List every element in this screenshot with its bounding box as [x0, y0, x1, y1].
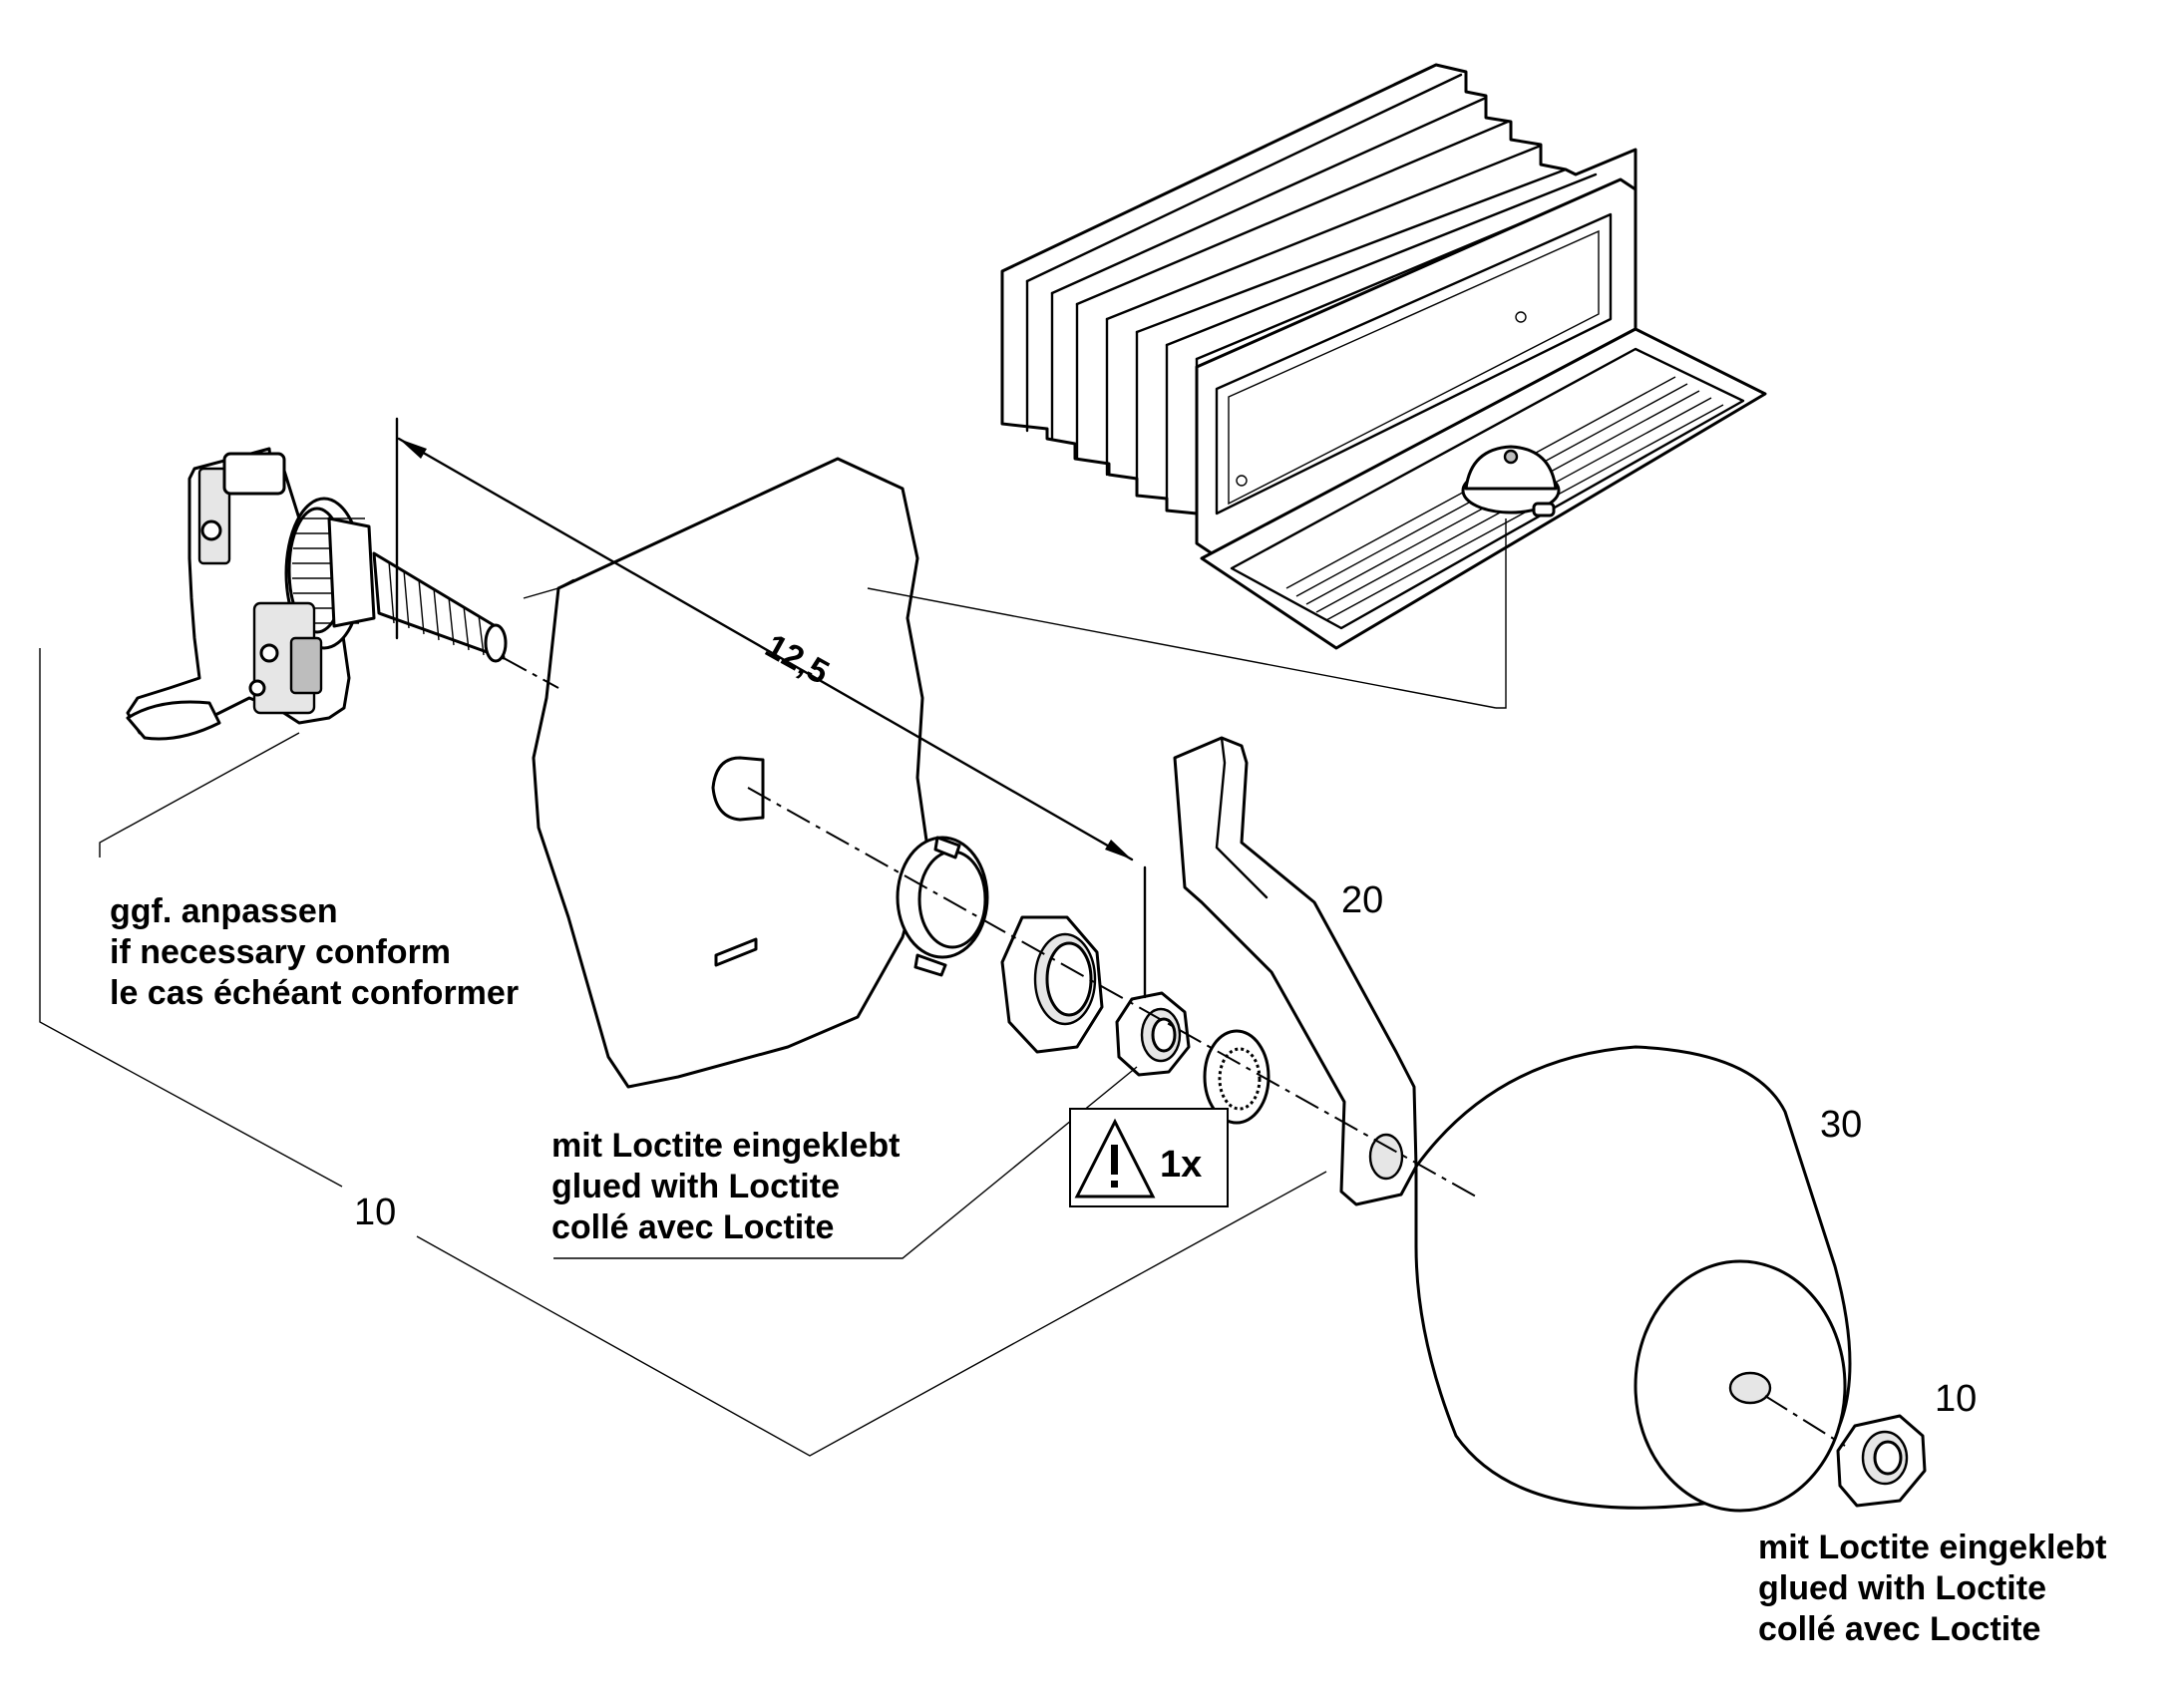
small-nut	[1115, 991, 1191, 1077]
note-loctite-2-fr: collé avec Loctite	[1758, 1610, 2040, 1648]
note-loctite-1-en: glued with Loctite	[551, 1168, 840, 1205]
warning-symbol	[1069, 1108, 1229, 1207]
latch-mechanism-illustration	[126, 447, 508, 741]
position-10-nut: 10	[1935, 1378, 1977, 1420]
note-loctite-2-de: mit Loctite eingeklebt	[1758, 1529, 2107, 1566]
note-loctite-2: mit Loctite eingeklebt glued with Loctit…	[1758, 1529, 2107, 1648]
large-lock-nut	[1000, 915, 1104, 1054]
position-30: 30	[1820, 1104, 1862, 1146]
warning-quantity: 1x	[1160, 1144, 1202, 1186]
note-loctite-2-en: glued with Loctite	[1758, 1569, 2046, 1607]
rubber-cone	[1414, 1045, 1852, 1513]
note-adjust-de: ggf. anpassen	[110, 892, 338, 930]
dimension-12-5	[395, 417, 1147, 999]
note-loctite-1: mit Loctite eingeklebt glued with Loctit…	[551, 1127, 901, 1246]
cone-hex-nut	[1836, 1414, 1927, 1508]
note-adjust: ggf. anpassen if necessary conform le ca…	[110, 892, 519, 1012]
position-10-assembly: 10	[354, 1192, 396, 1233]
note-loctite-1-de: mit Loctite eingeklebt	[551, 1127, 901, 1165]
note-loctite-1-fr: collé avec Loctite	[551, 1208, 834, 1246]
position-20: 20	[1341, 879, 1383, 921]
toolbox-illustration	[1000, 63, 1767, 650]
note-adjust-fr: le cas échéant conformer	[110, 974, 519, 1012]
note-adjust-en: if necessary conform	[110, 933, 451, 971]
assembly-axis-lines	[503, 657, 1846, 1447]
leader-lines	[39, 518, 1507, 1457]
mounting-plate	[523, 457, 929, 1089]
retaining-ring	[896, 836, 989, 977]
